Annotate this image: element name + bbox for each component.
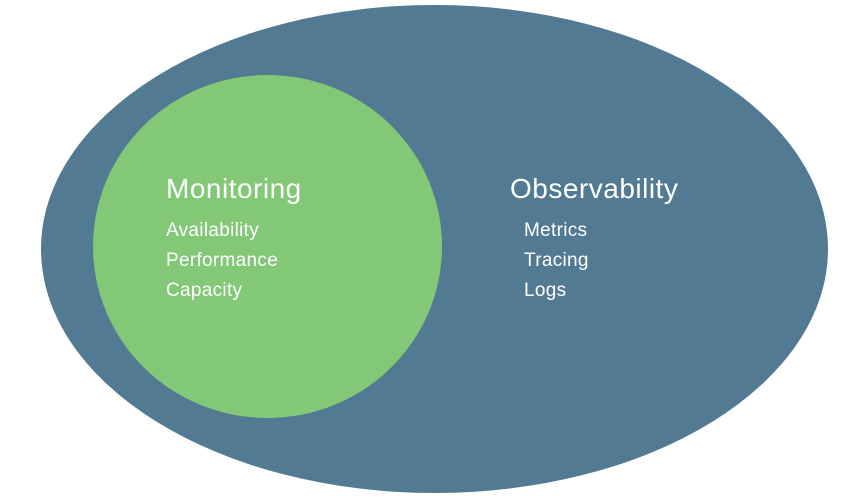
monitoring-circle bbox=[93, 75, 442, 418]
monitoring-label-group: Monitoring Availability Performance Capa… bbox=[166, 170, 302, 306]
monitoring-item-list: Availability Performance Capacity bbox=[166, 216, 302, 306]
monitoring-title: Monitoring bbox=[166, 173, 302, 204]
observability-title: Observability bbox=[510, 173, 679, 204]
monitoring-item-capacity: Capacity bbox=[166, 280, 243, 301]
observability-item-metrics: Metrics bbox=[524, 220, 588, 241]
monitoring-item-performance: Performance bbox=[166, 250, 279, 271]
observability-item-tracing: Tracing bbox=[524, 250, 589, 271]
observability-item-list: Metrics Tracing Logs bbox=[510, 216, 678, 306]
observability-label-group: Observability Metrics Tracing Logs bbox=[510, 170, 678, 306]
monitoring-item-availability: Availability bbox=[166, 220, 260, 241]
observability-item-logs: Logs bbox=[524, 280, 567, 301]
